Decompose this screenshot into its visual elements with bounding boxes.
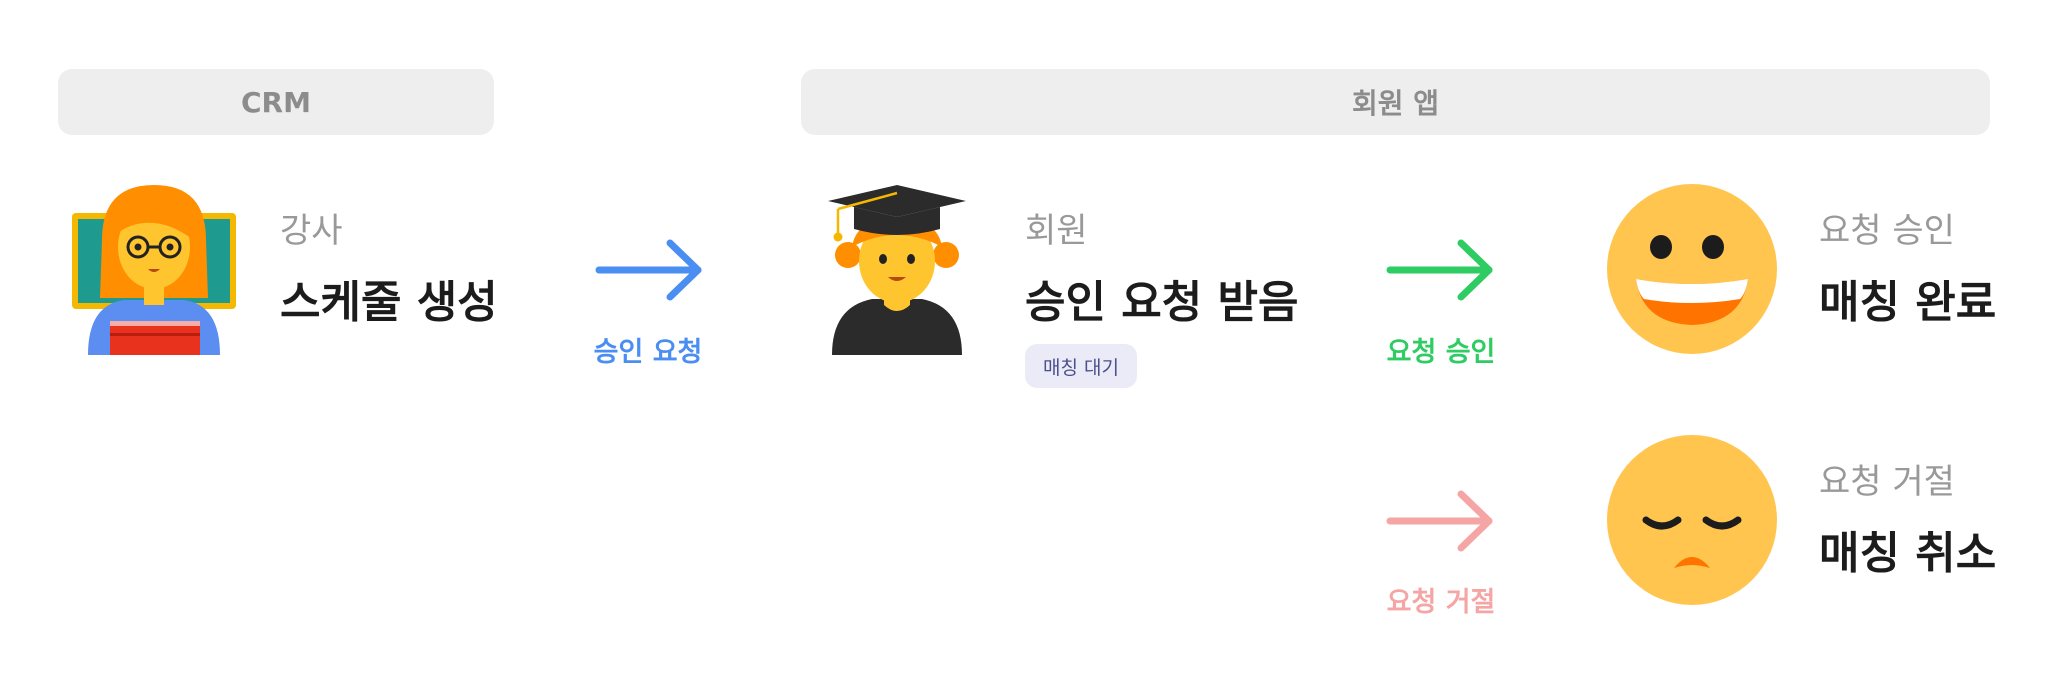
member-action-title: 승인 요청 받음 [1025, 277, 1299, 328]
pensive-face-icon [1607, 435, 1777, 605]
approved-outcome-label: 요청 승인 [1819, 211, 1955, 251]
approval-request-arrow [595, 239, 702, 301]
matching-status-badge: 매칭 대기 [1025, 344, 1137, 388]
teacher-icon [72, 185, 236, 355]
member-role-label: 회원 [1025, 211, 1088, 251]
approval-request-label: 승인 요청 [593, 337, 703, 368]
instructor-action-title: 스케줄 생성 [280, 277, 498, 328]
student-graduate-icon [828, 185, 966, 355]
crm-section-header: CRM [58, 69, 494, 135]
request-approved-label: 요청 승인 [1386, 337, 1496, 368]
grinning-face-icon [1607, 184, 1777, 354]
rejected-outcome-title: 매칭 취소 [1819, 528, 1997, 579]
request-rejected-label: 요청 거절 [1386, 587, 1496, 618]
request-approved-arrow [1386, 239, 1493, 301]
request-rejected-arrow [1386, 490, 1493, 552]
member-app-section-header: 회원 앱 [801, 69, 1990, 135]
rejected-outcome-label: 요청 거절 [1819, 462, 1955, 502]
approved-outcome-title: 매칭 완료 [1819, 277, 1997, 328]
instructor-role-label: 강사 [280, 211, 343, 251]
